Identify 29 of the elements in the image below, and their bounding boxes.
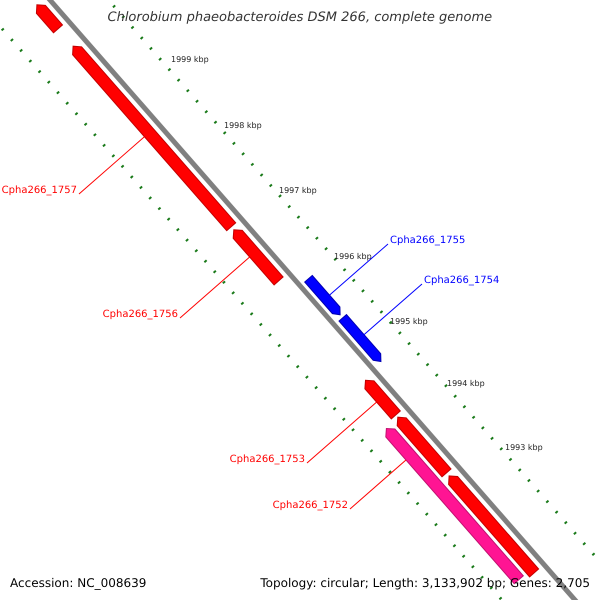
gene-feature [338,314,382,362]
leader-line [329,244,388,296]
scale-label: 1994 kbp [447,379,485,388]
genome-stats-text: Topology: circular; Length: 3,133,902 bp; Genes: 2,705 [260,576,590,590]
gene-feature [232,229,284,286]
leader-line [306,402,378,464]
gene-label: Cpha266_1754 [424,275,500,286]
scale-label: 1998 kbp [224,121,262,130]
gene-label: Cpha266_1755 [390,235,466,246]
scale-label: 1993 kbp [505,443,543,452]
scale-label: 1995 kbp [390,317,428,326]
scale-label: 1997 kbp [279,186,317,195]
genome-title: Chlorobium phaeobacteroides DSM 266, complete genome [108,10,492,25]
leader-line [364,284,422,336]
gene-feature [36,4,64,34]
gene-feature [396,416,452,478]
gene-feature [448,475,540,578]
accession-text: Accession: NC_008639 [10,576,146,590]
leader-line [180,256,250,318]
gene-label: Cpha266_1752 [272,500,348,511]
leader-line [78,136,145,194]
scale-label: 1996 kbp [334,252,372,261]
scale-label: 1999 kbp [171,55,209,64]
gene-label: Cpha266_1757 [2,185,77,196]
gene-label: Cpha266_1753 [230,454,305,465]
leader-line [350,459,406,510]
gene-feature [304,274,341,316]
gene-feature [364,380,401,420]
gene-label: Cpha266_1756 [102,309,178,320]
